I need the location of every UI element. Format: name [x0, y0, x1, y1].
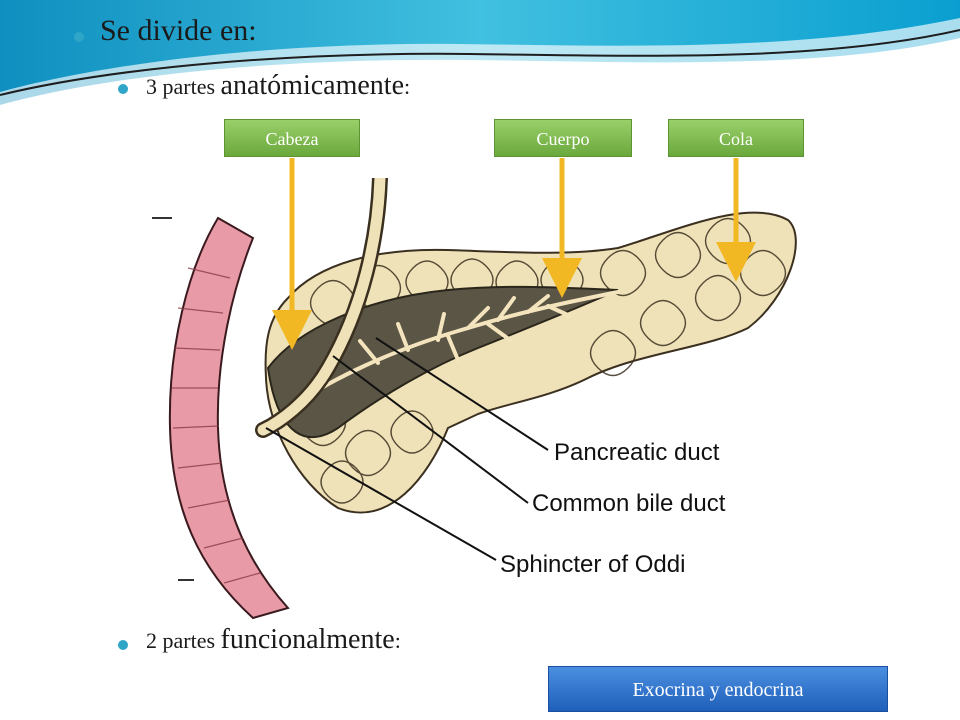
slide-heading: Se divide en:: [100, 14, 257, 47]
bullet-dot: [118, 640, 128, 650]
bullet-functional: 2 partes funcionalmente:: [146, 624, 401, 656]
bullet-dot: [74, 32, 84, 42]
label-pancreatic-duct: Pancreatic duct: [554, 439, 720, 466]
tag-cola: Cola: [668, 119, 804, 157]
duodenum-folds: [172, 267, 261, 584]
tag-cabeza: Cabeza: [224, 119, 360, 157]
bullet-anatomic-suffix: :: [404, 74, 411, 99]
bullet-dot: [118, 84, 128, 94]
bullet-anatomic: 3 partes anatómicamente:: [146, 70, 410, 102]
duodenum: [168, 216, 290, 620]
bullet-functional-emph: funcionalmente: [220, 624, 395, 655]
lobule-pattern: [290, 217, 787, 504]
tag-cuerpo: Cuerpo: [494, 119, 632, 157]
label-common-bile-duct: Common bile duct: [532, 490, 726, 517]
label-sphincter-oddi: Sphincter of Oddi: [500, 551, 685, 578]
pancreas-tissue: [264, 211, 797, 514]
pancreas-diagram: Pancreatic duct Common bile duct Sphinct…: [148, 178, 804, 628]
leader-lines: [265, 337, 549, 561]
bullet-anatomic-emph: anatómicamente: [220, 70, 404, 101]
bullet-anatomic-prefix: 3 partes: [146, 74, 221, 99]
tag-exocrina-endocrina: Exocrina y endocrina: [548, 666, 888, 712]
header-wave: [0, 0, 960, 105]
bullet-functional-suffix: :: [394, 628, 401, 653]
bullet-functional-prefix: 2 partes: [146, 628, 221, 653]
